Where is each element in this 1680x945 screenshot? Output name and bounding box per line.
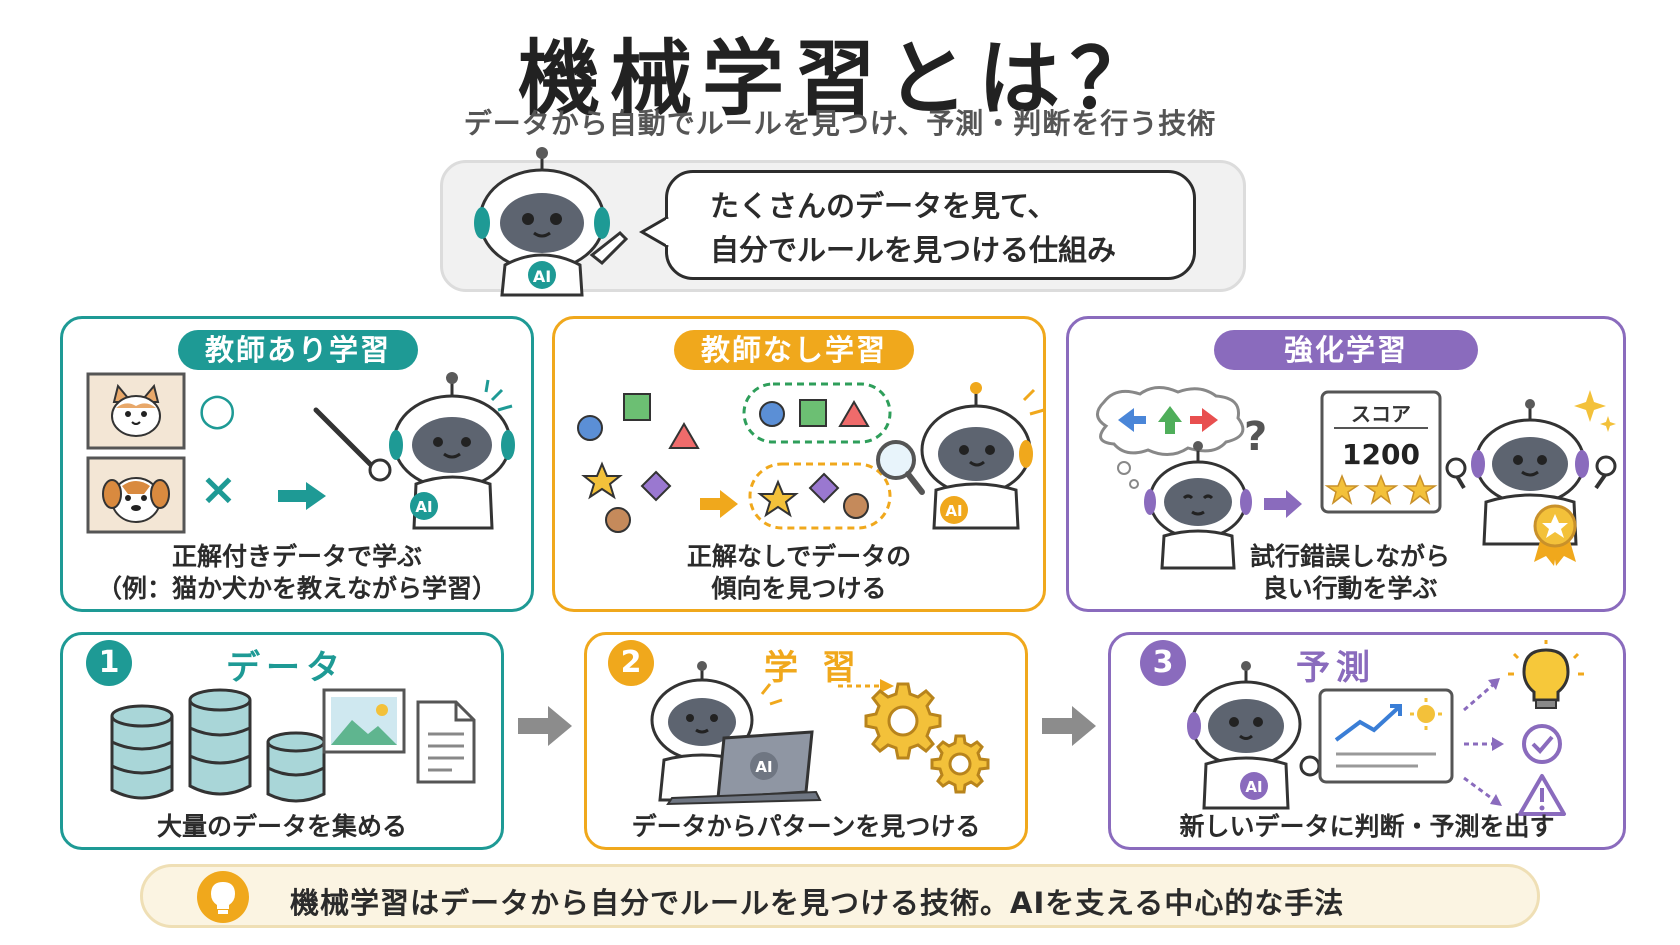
speech-bubble-tail: [638, 215, 672, 249]
chart-icon: [1318, 688, 1454, 784]
intro-line-1: たくさんのデータを見て、: [710, 189, 1057, 223]
detective-robot-badge: AI: [945, 502, 962, 520]
page-subtitle: データから自動でルールを見つけ、予測・判断を行う技術: [463, 107, 1217, 140]
purple-arrow-icon: [1264, 490, 1302, 518]
intro-robot-badge: AI: [533, 267, 551, 286]
presenter-robot-icon: AI: [1187, 661, 1321, 810]
reinforcement-learning-label: 強化学習: [1214, 330, 1478, 370]
laptop-robot-icon: AI: [650, 661, 822, 806]
clustered-data-groups: [742, 382, 892, 530]
thinking-robot-icon: [1144, 441, 1252, 570]
step-2-caption: データからパターンを見つける: [631, 812, 981, 841]
summary-text: 機械学習はデータから自分でルールを見つける技術。AIを支える中心的な手法: [290, 886, 1345, 920]
arrow-icon: [278, 482, 326, 510]
speech-bubble: [665, 170, 1196, 280]
step-2-title: 学 習: [764, 648, 862, 688]
dotted-arrow-icon: [838, 679, 894, 693]
scattered-data-shapes: [577, 393, 738, 533]
score-label: スコア: [1351, 402, 1411, 426]
summary-bar: [140, 864, 1540, 928]
question-mark: ?: [1244, 414, 1268, 460]
laptop-badge: AI: [755, 758, 772, 776]
magnifier-icon: [876, 440, 916, 480]
supervised-learning-caption-2: （例：猫か犬かを教えながら学習）: [96, 574, 497, 603]
intro-line-2: 自分でルールを見つける仕組み: [710, 233, 1117, 267]
supervised-learning-caption-1: 正解付きデータで学ぶ: [171, 542, 422, 571]
presenter-robot-badge: AI: [1245, 778, 1262, 796]
step-1-caption: 大量のデータを集める: [156, 812, 407, 841]
teacher-robot-badge: AI: [415, 498, 432, 516]
thought-dots: [1117, 461, 1139, 489]
step-3-number: 3: [1140, 640, 1186, 686]
unsupervised-learning-label: 教師なし学習: [674, 330, 914, 370]
scoreboard: [1320, 390, 1442, 514]
correct-mark: ○: [198, 384, 237, 435]
image-icon: [322, 688, 406, 754]
document-icon: [416, 700, 476, 784]
flow-arrow-1-icon: [518, 706, 572, 746]
flow-arrow-2-icon: [1042, 706, 1096, 746]
dog-photo-icon: [86, 456, 186, 534]
gear-icon: [864, 682, 990, 794]
step-2-number: 2: [608, 640, 654, 686]
cat-photo-icon: [86, 372, 186, 450]
prediction-arrows: [1463, 678, 1504, 806]
step-1-title: データ: [226, 648, 346, 688]
step-3-title: 予測: [1296, 648, 1376, 688]
reinforcement-learning-caption-2: 良い行動を学ぶ: [1262, 574, 1438, 603]
winner-robot-icon: [1445, 390, 1617, 566]
step-1-number: 1: [86, 640, 132, 686]
thought-cloud-arrows: [1096, 386, 1245, 456]
intro-robot-icon: AI: [474, 147, 629, 297]
summary-lightbulb-icon: [197, 871, 249, 923]
lightbulb-icon: [1508, 640, 1584, 709]
unsupervised-learning-caption-2: 傾向を見つける: [711, 574, 887, 603]
reinforcement-learning-caption-1: 試行錯誤しながら: [1249, 542, 1450, 571]
medal-icon: [1533, 504, 1577, 566]
warning-icon: [1518, 774, 1566, 816]
speech-bubble-text: たくさんのデータを見て、 自分でルールを見つける仕組み: [710, 184, 1180, 272]
detective-robot-icon: AI: [876, 382, 1045, 530]
score-value: 1200: [1342, 438, 1420, 471]
unsupervised-learning-caption-1: 正解なしでデータの: [686, 542, 912, 571]
check-icon: [1522, 724, 1562, 764]
incorrect-mark: ×: [200, 464, 237, 515]
page-title: 機械学習とは？: [517, 32, 1162, 127]
teacher-robot-icon: AI: [313, 372, 515, 530]
step-3-caption: 新しいデータに判断・予測を出す: [1179, 812, 1555, 841]
supervised-learning-label: 教師あり学習: [178, 330, 418, 370]
database-icon: [110, 688, 326, 803]
